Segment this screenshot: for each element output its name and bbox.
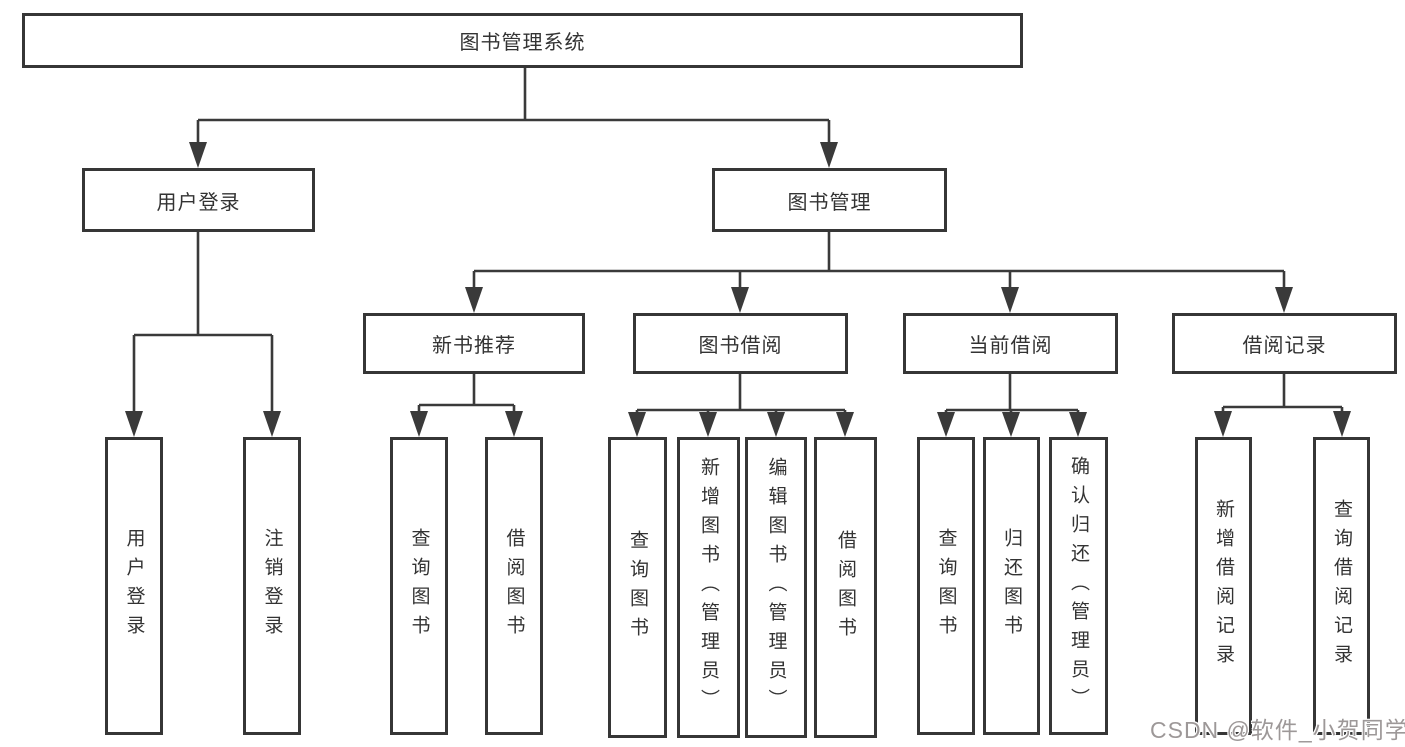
leaf-return-books: 归还图书 [983,437,1040,735]
node-book-management: 图书管理 [712,168,947,232]
leaf-query-books-1-label: 查询图书 [408,528,430,644]
connector-book-management-to-level3 [465,232,1293,313]
leaf-logout-label: 注销登录 [261,528,283,644]
leaf-borrow-books-2: 借阅图书 [814,437,877,738]
leaf-query-books-3-label: 查询图书 [935,528,957,644]
leaf-query-borrow-record-label: 查询借阅记录 [1331,499,1352,673]
leaf-logout: 注销登录 [243,437,301,735]
node-new-book-recommend: 新书推荐 [363,313,585,374]
node-current-borrow: 当前借阅 [903,313,1118,374]
connector-user-login-to-leaves [125,232,281,437]
leaf-user-login-label: 用户登录 [123,528,145,644]
leaf-confirm-return-admin: 确认归还（管理员） [1049,437,1108,735]
connector-book-borrow-to-leaves [628,374,854,437]
leaf-borrow-books-1-label: 借阅图书 [503,528,525,644]
connector-current-borrow-to-leaves [937,374,1087,437]
leaf-add-books-admin: 新增图书（管理员） [677,437,740,738]
node-borrow-records: 借阅记录 [1172,313,1397,374]
leaf-edit-books-admin: 编辑图书（管理员） [745,437,807,738]
leaf-confirm-return-admin-label: 确认归还（管理员） [1068,455,1089,717]
leaf-query-borrow-record: 查询借阅记录 [1313,437,1370,735]
leaf-query-books-1: 查询图书 [390,437,448,735]
connector-borrow-records-to-leaves [1214,374,1351,437]
leaf-add-books-admin-label: 新增图书（管理员） [698,457,719,718]
node-book-borrow: 图书借阅 [633,313,848,374]
leaf-query-books-3: 查询图书 [917,437,975,735]
leaf-return-books-label: 归还图书 [1001,528,1022,644]
leaf-edit-books-admin-label: 编辑图书（管理员） [765,457,787,718]
connector-new-book-recommend-to-leaves [410,374,523,437]
leaf-borrow-books-2-label: 借阅图书 [835,529,856,646]
leaf-add-borrow-record: 新增借阅记录 [1195,437,1252,735]
leaf-query-books-2-label: 查询图书 [627,529,648,646]
leaf-borrow-books-1: 借阅图书 [485,437,543,735]
node-root-library-system: 图书管理系统 [22,13,1023,68]
connector-root-to-level2 [189,68,838,168]
leaf-add-borrow-record-label: 新增借阅记录 [1213,499,1234,673]
leaf-user-login: 用户登录 [105,437,163,735]
node-user-login: 用户登录 [82,168,315,232]
csdn-watermark: CSDN @软件_小贺同学 [1150,717,1405,743]
leaf-query-books-2: 查询图书 [608,437,667,738]
